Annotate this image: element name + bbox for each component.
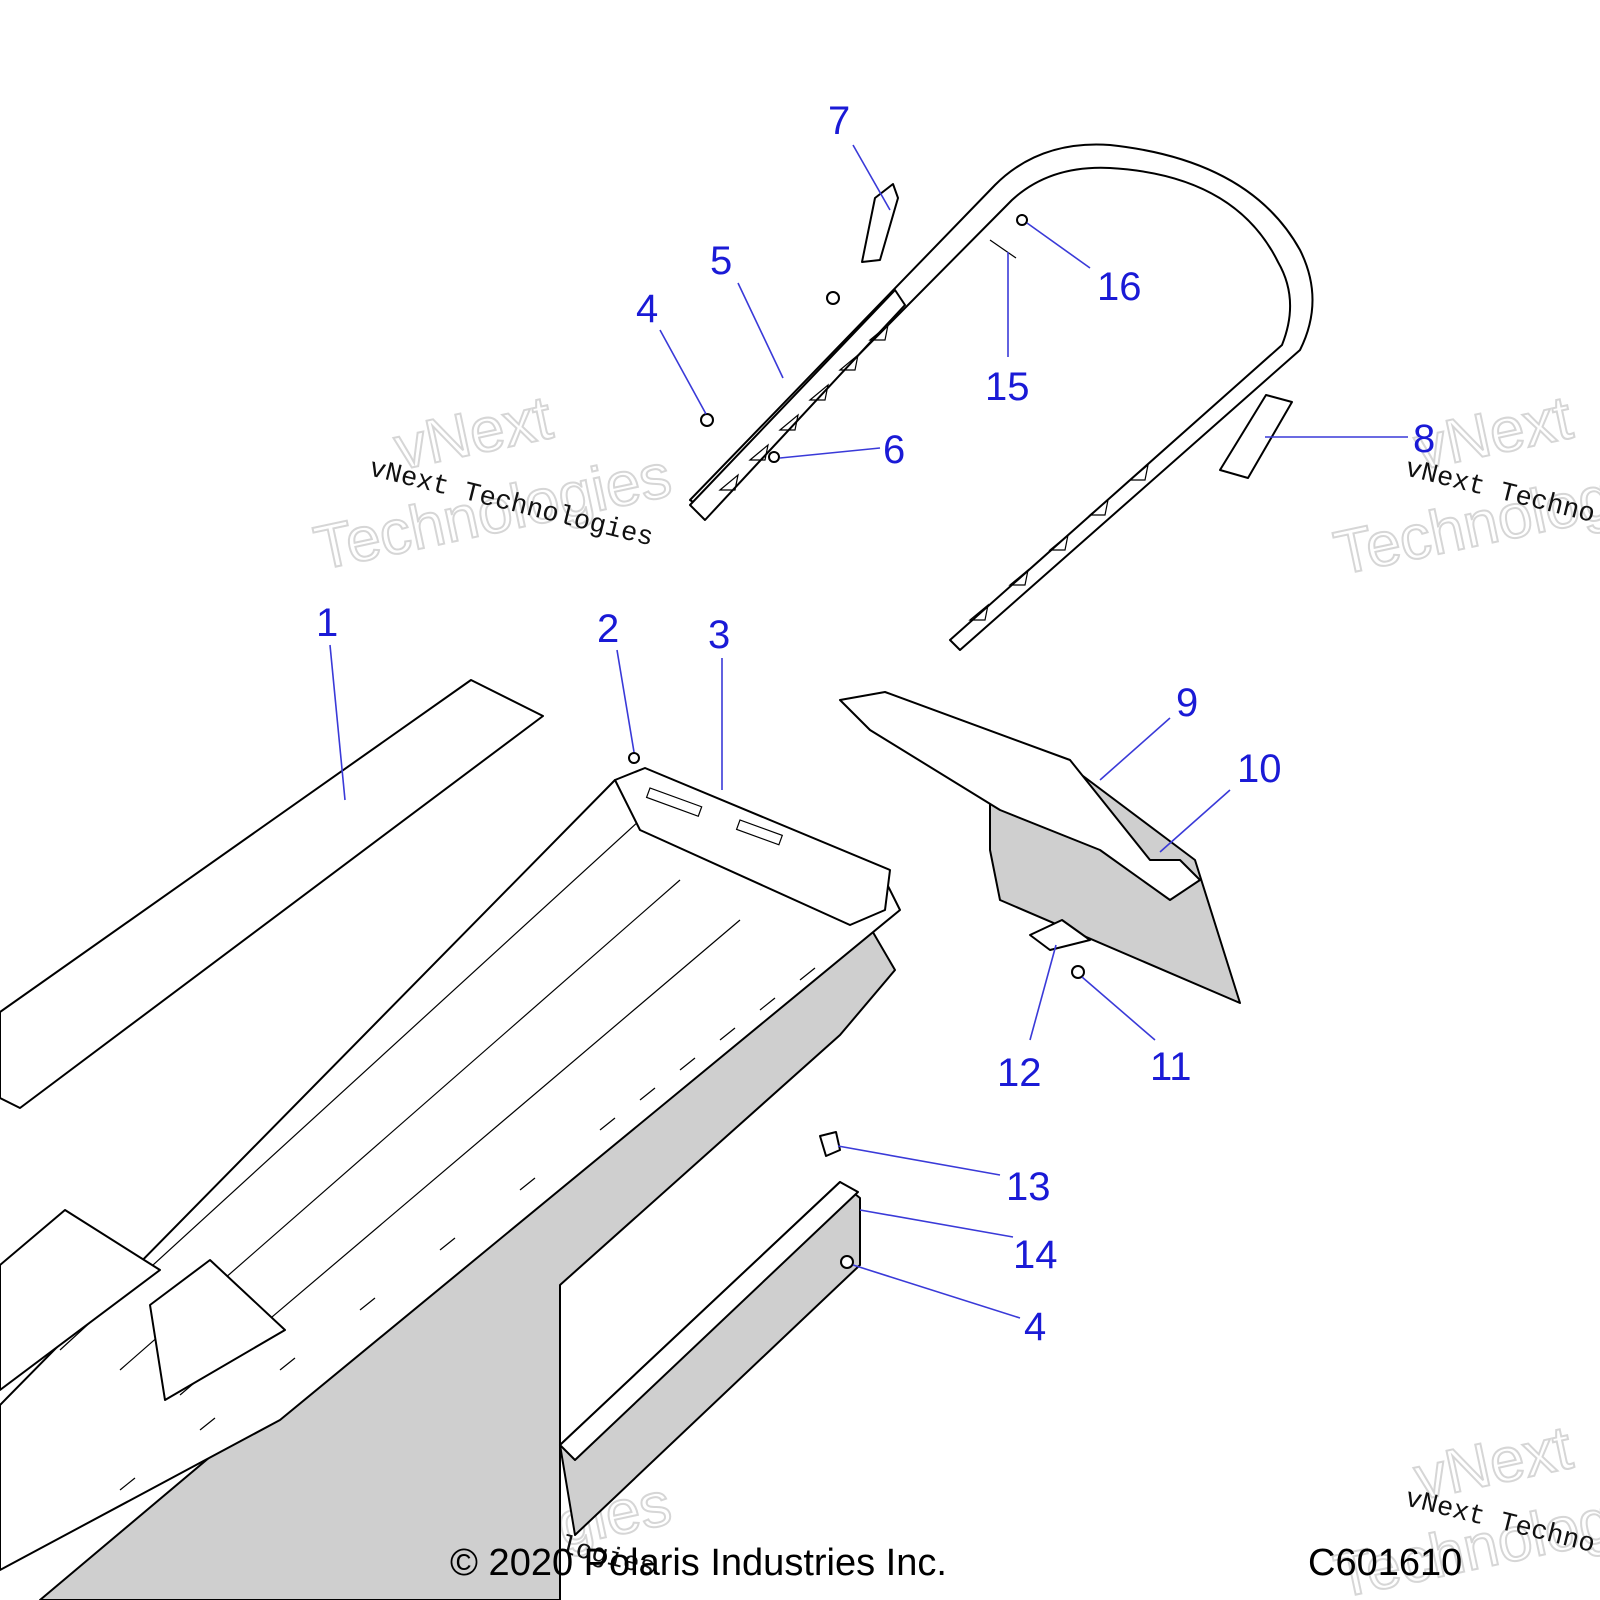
- part-14-rail-top: [559, 1181, 859, 1461]
- line-art: [0, 143, 1314, 1600]
- bracket-slot-1: [645, 787, 703, 817]
- part-1-plate: [0, 679, 544, 1109]
- part-8-emblem: [1219, 394, 1293, 479]
- leader-1: [329, 644, 346, 801]
- flap-mount-bracket: [839, 691, 1201, 901]
- callout-4-upper: 4: [636, 287, 658, 331]
- leader-10: [1159, 789, 1231, 853]
- part-4-nut-lower: [840, 1255, 854, 1269]
- callout-12: 12: [997, 1051, 1042, 1095]
- leader-4-lower: [852, 1264, 1021, 1319]
- tunnel-rib-1: [59, 819, 641, 1351]
- leader-5: [737, 282, 784, 379]
- part-3-rear-bracket: [614, 767, 891, 926]
- footer: © 2020 Polaris Industries Inc. C601610: [450, 1542, 1462, 1584]
- tunnel-slots: [119, 967, 816, 1491]
- callout-1: 1: [316, 601, 338, 645]
- part-4-nut-upper: [700, 413, 714, 427]
- callout-13: 13: [1006, 1165, 1051, 1209]
- part-12-plate: [1029, 919, 1091, 951]
- part-6-screw: [768, 451, 780, 463]
- callout-6: 6: [883, 428, 905, 472]
- leader-6: [779, 447, 881, 459]
- callout-5: 5: [710, 239, 732, 283]
- leader-13: [837, 1145, 1001, 1176]
- leader-11: [1081, 976, 1156, 1041]
- leader-7: [852, 144, 891, 211]
- diagram-code: C601610: [1308, 1542, 1462, 1584]
- part-5-cutouts: [718, 323, 889, 491]
- callout-15: 15: [985, 365, 1030, 409]
- part-5-side-rail: [689, 289, 906, 521]
- part-13-tab: [819, 1131, 841, 1157]
- callouts: 1 2 3 4 5 6 7 8 9 10 11 12 13 14 15 16 4: [316, 99, 1435, 1349]
- leader-14: [859, 1209, 1014, 1238]
- leader-lines: [329, 144, 1408, 1319]
- bracket-slot-2: [735, 819, 784, 846]
- leader-2: [616, 649, 635, 753]
- leader-12: [1029, 944, 1057, 1041]
- part-16-screw: [1016, 214, 1028, 226]
- right-rail-cutouts: [968, 463, 1149, 621]
- callout-16: 16: [1097, 265, 1142, 309]
- callout-7: 7: [828, 99, 850, 143]
- nut-upper-2: [826, 291, 840, 305]
- callout-9: 9: [1176, 681, 1198, 725]
- callout-2: 2: [597, 607, 619, 651]
- callout-11: 11: [1150, 1045, 1192, 1089]
- copyright-text: © 2020 Polaris Industries Inc.: [450, 1542, 947, 1584]
- part-2-bolt: [628, 752, 640, 764]
- leader-9: [1099, 717, 1171, 781]
- leader-16: [1026, 222, 1091, 269]
- callout-3: 3: [708, 613, 730, 657]
- callout-14: 14: [1013, 1233, 1058, 1277]
- part-7-cap: [861, 183, 899, 263]
- callout-10: 10: [1237, 747, 1282, 791]
- callout-8: 8: [1413, 417, 1435, 461]
- part-15-pin: [989, 239, 1017, 259]
- leader-4-upper: [659, 329, 707, 415]
- deck-module-2: [149, 1259, 286, 1401]
- deck-module: [0, 1209, 161, 1391]
- part-11-fastener: [1071, 965, 1085, 979]
- tunnel-rib-3: [179, 919, 741, 1396]
- callout-4-lower: 4: [1024, 1305, 1046, 1349]
